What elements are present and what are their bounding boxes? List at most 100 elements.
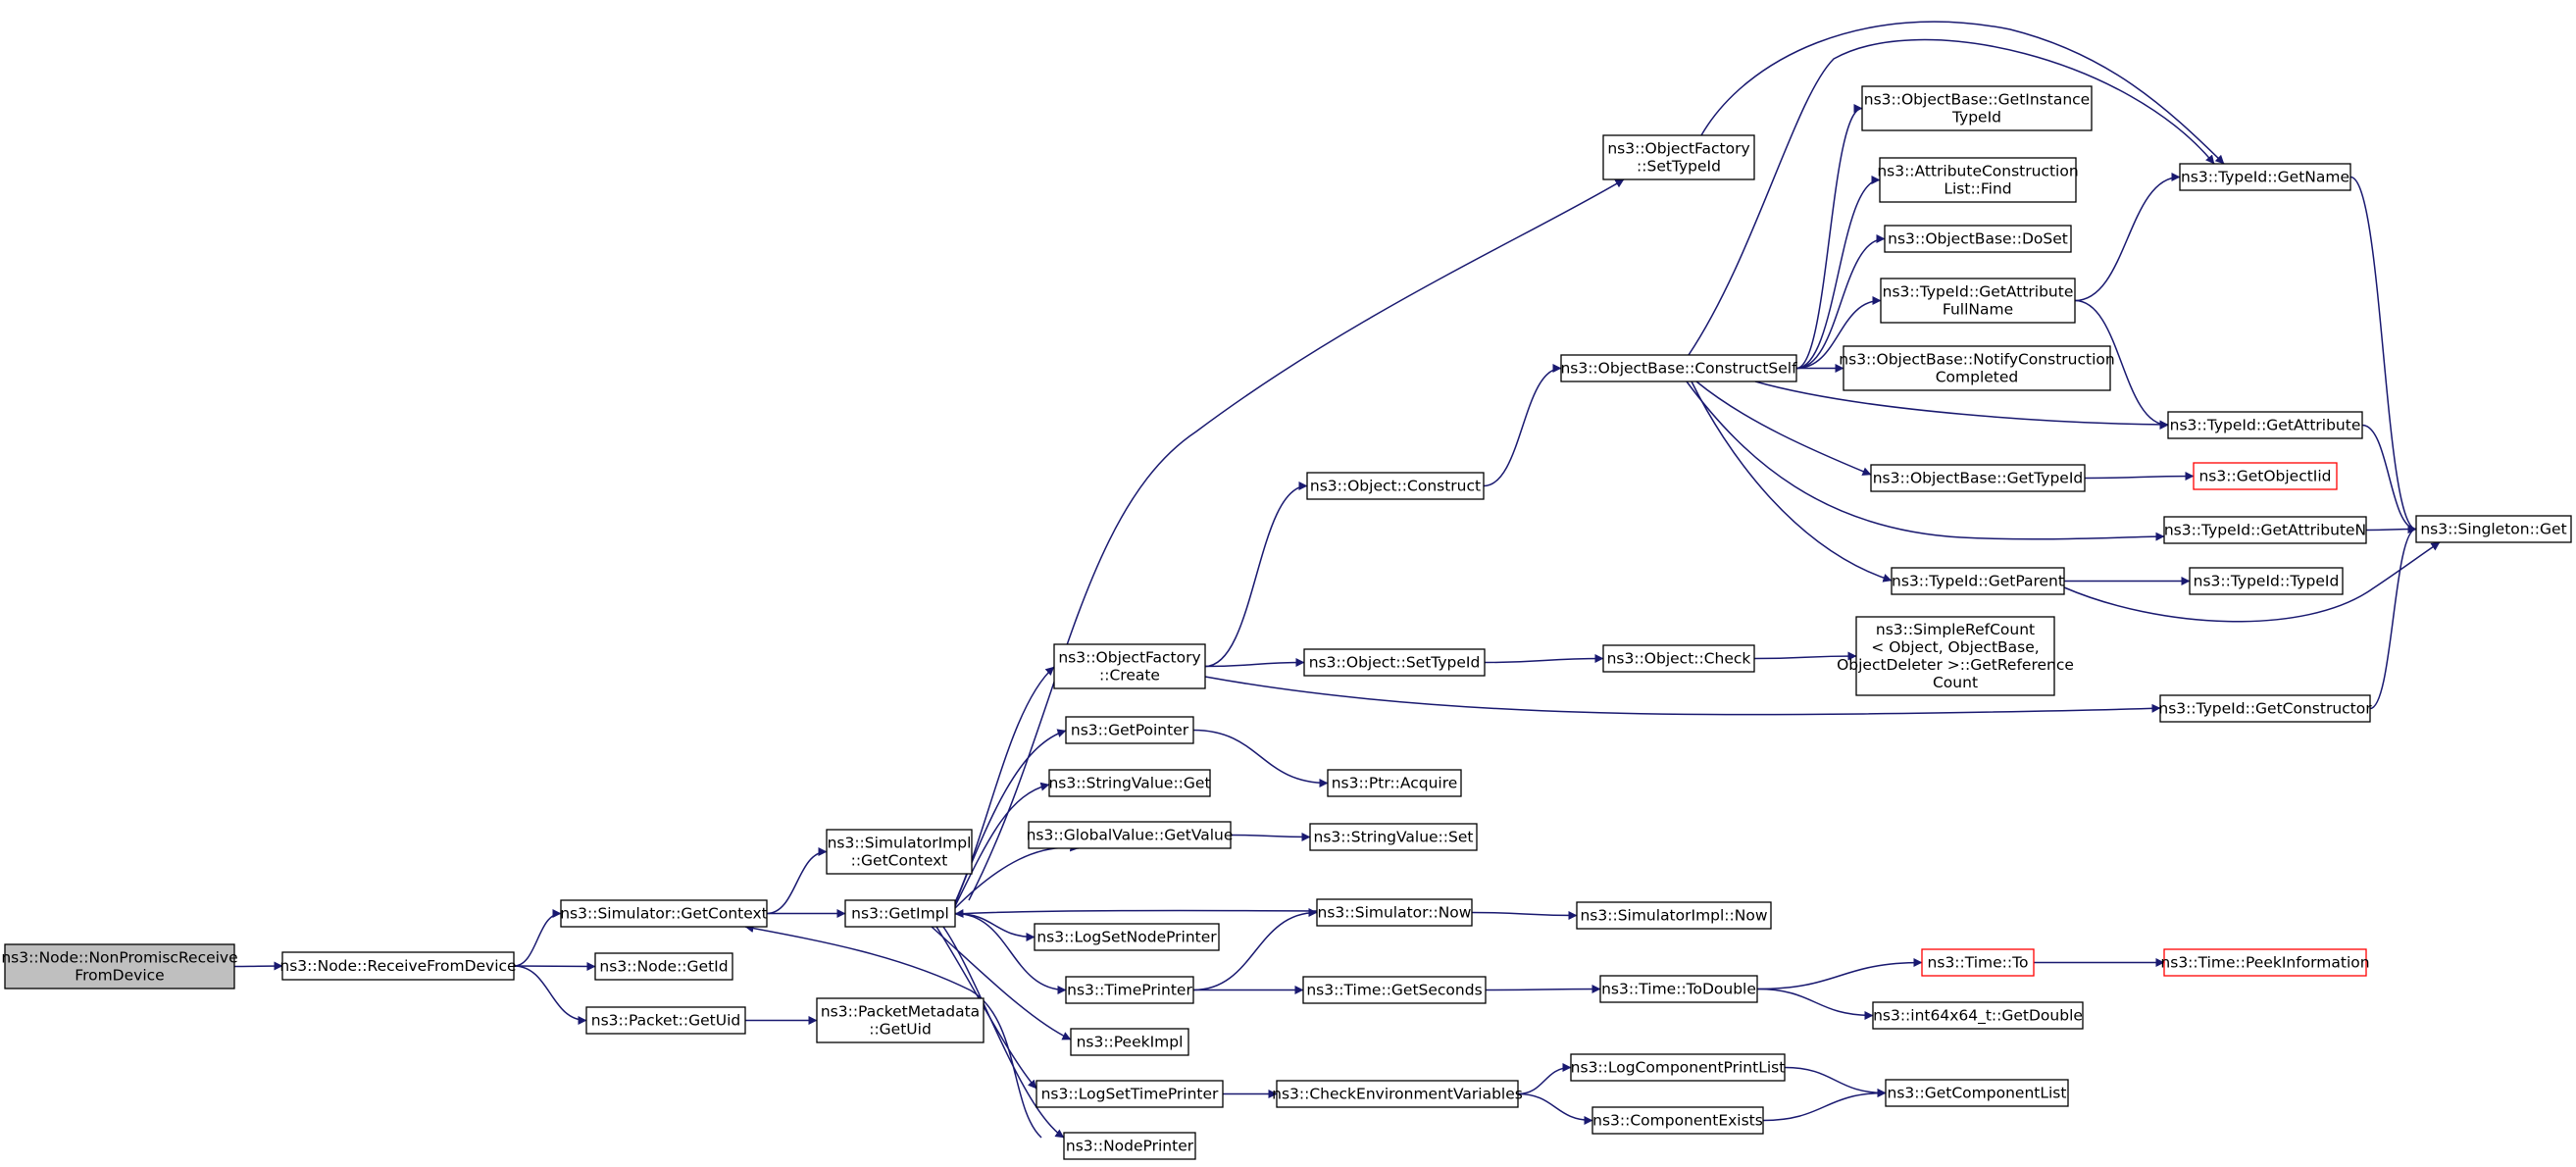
node-timepeek[interactable]: ns3::Time::PeekInformation xyxy=(2160,948,2370,977)
node-tidgetname[interactable]: ns3::TypeId::GetName xyxy=(2179,163,2351,191)
edge-obconstructself-to-obdoset xyxy=(1795,234,1886,370)
edge-rfd-to-pktuid xyxy=(513,965,587,1025)
node-ptracq[interactable]: ns3::Ptr::Acquire xyxy=(1327,769,1462,797)
edge-obconstructself-to-tidgetattrn xyxy=(1686,381,2165,541)
node-ofcreate[interactable]: ns3::ObjectFactory::Create xyxy=(1053,643,1206,689)
node-label: ns3::Object::SetTypeId xyxy=(1309,654,1481,672)
node-box xyxy=(2167,411,2363,439)
node-simimplctx[interactable]: ns3::SimulatorImpl::GetContext xyxy=(826,829,973,875)
node-getimpl[interactable]: ns3::GetImpl xyxy=(844,899,956,928)
node-box xyxy=(1861,85,2093,131)
node-box xyxy=(1576,901,1772,930)
node-srcgetref[interactable]: ns3::SimpleRefCount< Object, ObjectBase,… xyxy=(1837,616,2074,696)
edge-getimpl-to-nodeprinter xyxy=(942,926,1065,1139)
node-tidgetattr[interactable]: ns3::TypeId::GetAttribute xyxy=(2167,411,2363,439)
node-checkenv[interactable]: ns3::CheckEnvironmentVariables xyxy=(1272,1080,1523,1108)
node-label: ns3::Packet::GetUid xyxy=(591,1012,740,1030)
edge-rfd-to-simgetctx xyxy=(513,909,562,967)
edge-ofcreate-to-objsettid xyxy=(1204,658,1305,668)
node-label: ns3::Time::PeekInformation xyxy=(2160,954,2369,972)
node-logsetnp[interactable]: ns3::LogSetNodePrinter xyxy=(1034,923,1220,951)
node-pktuid[interactable]: ns3::Packet::GetUid xyxy=(585,1006,746,1035)
node-getpointer[interactable]: ns3::GetPointer xyxy=(1065,716,1194,744)
node-peekimpl[interactable]: ns3::PeekImpl xyxy=(1070,1028,1189,1056)
node-label: ns3::Time::ToDouble xyxy=(1601,981,1756,998)
node-strget[interactable]: ns3::StringValue::Get xyxy=(1048,769,1211,797)
node-box xyxy=(1302,976,1487,1004)
node-objcheck[interactable]: ns3::Object::Check xyxy=(1602,644,1755,673)
node-box xyxy=(2179,163,2351,191)
node-box xyxy=(844,899,956,928)
edge-obconstructself-to-tidgetattr xyxy=(1754,381,2169,430)
node-logsettp[interactable]: ns3::LogSetTimePrinter xyxy=(1035,1080,1224,1108)
node-tidgetparent[interactable]: ns3::TypeId::GetParent xyxy=(1891,567,2065,595)
node-box xyxy=(2163,948,2367,977)
node-box xyxy=(585,1006,746,1035)
node-tidgetctor[interactable]: ns3::TypeId::GetConstructor xyxy=(2158,694,2372,723)
node-nodegetid[interactable]: ns3::Node::GetId xyxy=(594,952,733,981)
node-ofsettid[interactable]: ns3::ObjectFactory::SetTypeId xyxy=(1602,134,1755,180)
node-timeto[interactable]: ns3::Time::To xyxy=(1921,948,2035,977)
node-label: ns3::Singleton::Get xyxy=(2420,521,2566,538)
node-timetodouble[interactable]: ns3::Time::ToDouble xyxy=(1599,975,1758,1003)
node-label: ns3::GetComponentList xyxy=(1888,1085,2067,1102)
node-simnow[interactable]: ns3::Simulator::Now xyxy=(1316,898,1473,927)
node-box xyxy=(1855,616,2055,696)
node-label: ns3::StringValue::Get xyxy=(1048,775,1210,792)
node-timeprinter[interactable]: ns3::TimePrinter xyxy=(1065,976,1194,1004)
node-box xyxy=(1053,643,1206,689)
edge-simnow-to-simimplnow xyxy=(1471,910,1578,920)
node-objsettid[interactable]: ns3::Object::SetTypeId xyxy=(1303,648,1486,677)
edge-simnow-to-getimpl xyxy=(954,909,1318,919)
node-strset[interactable]: ns3::StringValue::Set xyxy=(1309,823,1478,851)
node-timegetsec[interactable]: ns3::Time::GetSeconds xyxy=(1302,976,1487,1004)
node-compexists[interactable]: ns3::ComponentExists xyxy=(1591,1106,1764,1135)
node-logcpl[interactable]: ns3::LogComponentPrintList xyxy=(1570,1053,1786,1082)
node-label: ns3::Object::Check xyxy=(1607,650,1751,668)
node-pmuid[interactable]: ns3::PacketMetadata::GetUid xyxy=(816,997,985,1043)
node-box xyxy=(1327,769,1462,797)
node-box xyxy=(560,899,768,928)
node-box xyxy=(816,997,985,1043)
node-label: FullName xyxy=(1943,301,2013,319)
node-label: FromDevice xyxy=(75,967,164,985)
node-obconstructself[interactable]: ns3::ObjectBase::ConstructSelf xyxy=(1560,354,1797,382)
node-label: ns3::Time::GetSeconds xyxy=(1306,982,1482,999)
edge-obconstructself-to-tidgetname xyxy=(1688,38,2215,356)
node-getobjiid[interactable]: ns3::GetObjectIid xyxy=(2193,462,2338,490)
node-label: ns3::TypeId::GetAttribute xyxy=(1883,283,2074,301)
node-label: ns3::TypeId::GetConstructor xyxy=(2158,700,2372,718)
node-box xyxy=(1885,1079,2069,1107)
node-gvget[interactable]: ns3::GlobalValue::GetValue xyxy=(1027,821,1234,849)
edge-tidgetname-to-singletonget xyxy=(2349,176,2417,533)
node-simimplnow[interactable]: ns3::SimulatorImpl::Now xyxy=(1576,901,1772,930)
node-box xyxy=(1880,278,2076,324)
edge-tidgetattrn-to-singletonget xyxy=(2365,525,2417,534)
node-getcomplist[interactable]: ns3::GetComponentList xyxy=(1885,1079,2069,1107)
node-i64getdouble[interactable]: ns3::int64x64_t::GetDouble xyxy=(1872,1001,2084,1030)
edge-obconstructself-to-obgetitid xyxy=(1795,104,1863,370)
edge-tidgetafn-to-tidgetattr xyxy=(2074,299,2169,430)
node-tidtypeid[interactable]: ns3::TypeId::TypeId xyxy=(2189,567,2344,595)
node-box xyxy=(826,829,973,875)
node-box xyxy=(1843,345,2111,391)
node-simgetctx[interactable]: ns3::Simulator::GetContext xyxy=(560,899,768,928)
node-label: Count xyxy=(1933,674,1978,691)
node-obgettid[interactable]: ns3::ObjectBase::GetTypeId xyxy=(1870,464,2086,492)
node-label: ns3::GetObjectIid xyxy=(2198,468,2331,485)
node-nodeprinter[interactable]: ns3::NodePrinter xyxy=(1063,1132,1196,1160)
node-singletonget[interactable]: ns3::Singleton::Get xyxy=(2415,515,2572,543)
node-label: ns3::SimulatorImpl xyxy=(828,835,972,852)
edge-rfd-to-nodegetid xyxy=(513,961,596,971)
node-objconstruct[interactable]: ns3::Object::Construct xyxy=(1306,472,1485,500)
node-box xyxy=(1891,567,2065,595)
node-rfd[interactable]: ns3::Node::ReceiveFromDevice xyxy=(279,951,517,981)
node-obnotify[interactable]: ns3::ObjectBase::NotifyConstructionCompl… xyxy=(1839,345,2115,391)
node-tidgetattrn[interactable]: ns3::TypeId::GetAttributeN xyxy=(2163,516,2367,544)
node-label: ns3::GetPointer xyxy=(1071,722,1189,739)
node-obdoset[interactable]: ns3::ObjectBase::DoSet xyxy=(1884,225,2072,253)
